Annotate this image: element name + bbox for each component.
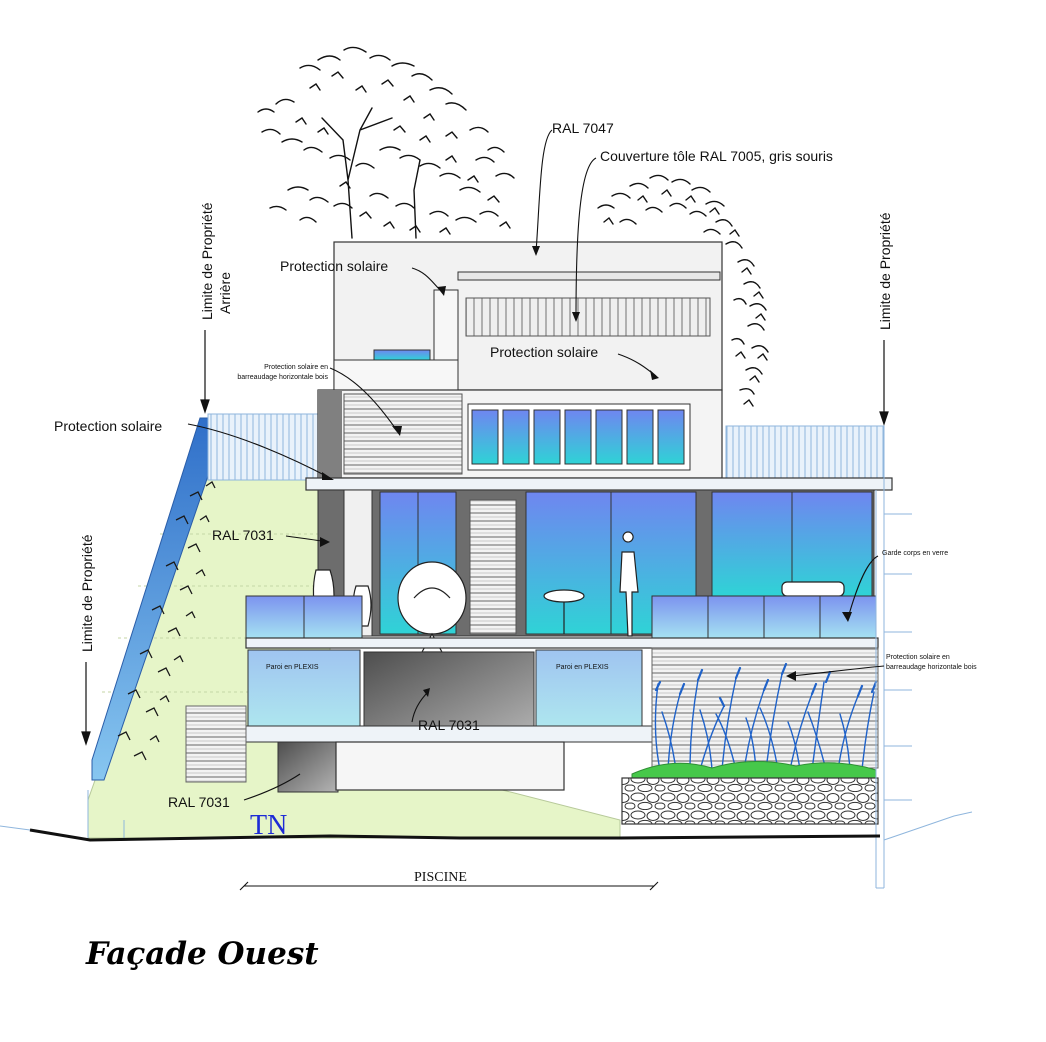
stair-slats xyxy=(185,705,247,783)
site-section-lines xyxy=(0,426,973,889)
label-protection-bois-lower-2: barreaudage horizontale bois xyxy=(886,664,977,671)
wood-slat-door xyxy=(469,499,517,635)
top-left-step xyxy=(333,359,459,391)
label-protection-solaire-mid: Protection solaire xyxy=(490,344,598,360)
label-couverture-tole: Couverture tôle RAL 7005, gris souris xyxy=(600,148,833,164)
label-piscine: PISCINE xyxy=(414,870,467,885)
label-protection-solaire-top: Protection solaire xyxy=(280,258,388,274)
vertical-louvres xyxy=(465,297,711,337)
label-tn: TN xyxy=(250,810,287,841)
label-paroi-plexis-left: Paroi en PLEXIS xyxy=(266,664,319,671)
wood-slat-screen-upper xyxy=(343,393,463,475)
label-protection-solaire-left: Protection solaire xyxy=(54,418,162,434)
first-floor-windows xyxy=(471,409,685,465)
background-trees xyxy=(257,46,769,407)
label-limite-right: Limite de Propriété xyxy=(877,212,893,330)
outdoor-sofa xyxy=(781,581,845,597)
plexis-panel-right xyxy=(535,649,643,727)
terrace-slab xyxy=(245,637,879,649)
plexis-panel-left xyxy=(247,649,361,727)
label-ral-7031-bottom: RAL 7031 xyxy=(168,794,230,810)
hedge-foliage xyxy=(117,481,216,761)
top-protection-box xyxy=(433,289,459,361)
table xyxy=(543,589,585,603)
label-paroi-plexis-right: Paroi en PLEXIS xyxy=(556,664,609,671)
label-limite-arriere-1: Limite de Propriété xyxy=(199,202,215,320)
gabion-wall xyxy=(621,777,879,825)
planter-greenery xyxy=(631,761,877,779)
egg-chair xyxy=(397,561,467,635)
fence-right xyxy=(725,425,885,479)
top-window-small xyxy=(373,349,431,361)
top-roof-band xyxy=(457,271,721,281)
label-ral-7031-center: RAL 7031 xyxy=(418,717,480,733)
first-floor-dark-return xyxy=(318,390,342,478)
person-figure xyxy=(619,531,639,637)
lower-wall-ral7031 xyxy=(277,741,339,793)
label-ral-7031-left: RAL 7031 xyxy=(212,527,274,543)
wood-slat-screen-lower xyxy=(651,647,879,769)
label-limite-left: Limite de Propriété xyxy=(79,534,95,652)
piscine-dimension-line xyxy=(239,881,659,891)
ornamental-grasses xyxy=(654,662,878,771)
label-limite-arriere-2: Arrière xyxy=(217,272,233,314)
ground-line xyxy=(29,828,881,842)
pool-basin xyxy=(335,741,565,791)
drawing-title: Façade Ouest xyxy=(86,936,319,972)
property-limit-arrows xyxy=(81,330,889,746)
leader-arrowheads xyxy=(320,246,852,697)
label-protection-bois-lower-1: Protection solaire en xyxy=(886,654,950,661)
label-garde-corps: Garde corps en verre xyxy=(882,550,948,557)
label-protection-bois-upper-2: barreaudage horizontale bois xyxy=(237,374,328,381)
floor-slab xyxy=(305,477,893,491)
label-protection-bois-upper-1: Protection solaire en xyxy=(264,364,328,371)
label-ral-7047: RAL 7047 xyxy=(552,120,614,136)
